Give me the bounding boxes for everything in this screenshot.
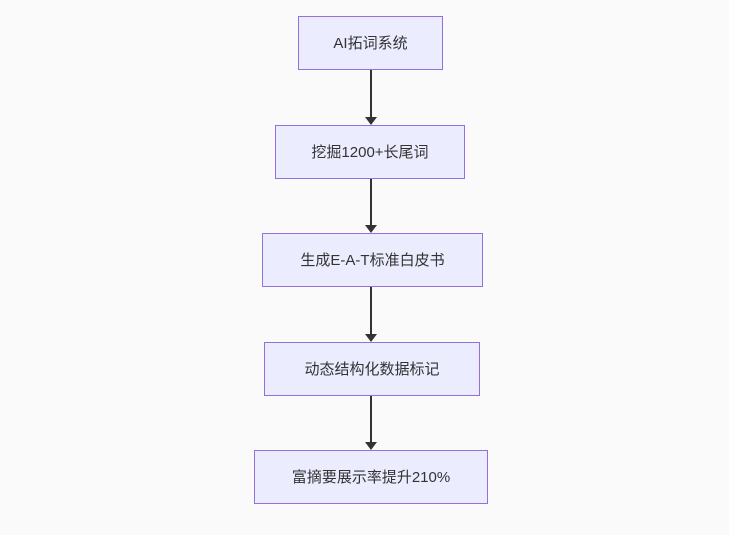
flow-node-label: 富摘要展示率提升210%	[291, 468, 451, 486]
flow-node-ai-word-expansion-system: AI拓词系统	[298, 16, 443, 70]
flow-node-label: 动态结构化数据标记	[304, 360, 440, 378]
arrow-line	[370, 287, 372, 334]
arrow-line	[370, 179, 372, 225]
arrow-line	[370, 396, 372, 442]
edge-arrow-3	[364, 287, 378, 342]
edge-arrow-1	[364, 70, 378, 125]
flow-node-label: AI拓词系统	[333, 34, 408, 52]
flow-node-label: 生成E-A-T标准白皮书	[300, 251, 445, 269]
flow-node-generate-eat-whitepaper: 生成E-A-T标准白皮书	[262, 233, 483, 287]
flow-node-dynamic-structured-data-markup: 动态结构化数据标记	[264, 342, 480, 396]
edge-arrow-2	[364, 179, 378, 233]
arrowhead-down-icon	[365, 442, 377, 450]
flow-node-rich-snippet-rate-increase: 富摘要展示率提升210%	[254, 450, 488, 504]
arrowhead-down-icon	[365, 117, 377, 125]
flow-node-mine-longtail-keywords: 挖掘1200+长尾词	[275, 125, 465, 179]
flow-node-label: 挖掘1200+长尾词	[311, 143, 429, 161]
edge-arrow-4	[364, 396, 378, 450]
arrow-line	[370, 70, 372, 117]
arrowhead-down-icon	[365, 334, 377, 342]
arrowhead-down-icon	[365, 225, 377, 233]
